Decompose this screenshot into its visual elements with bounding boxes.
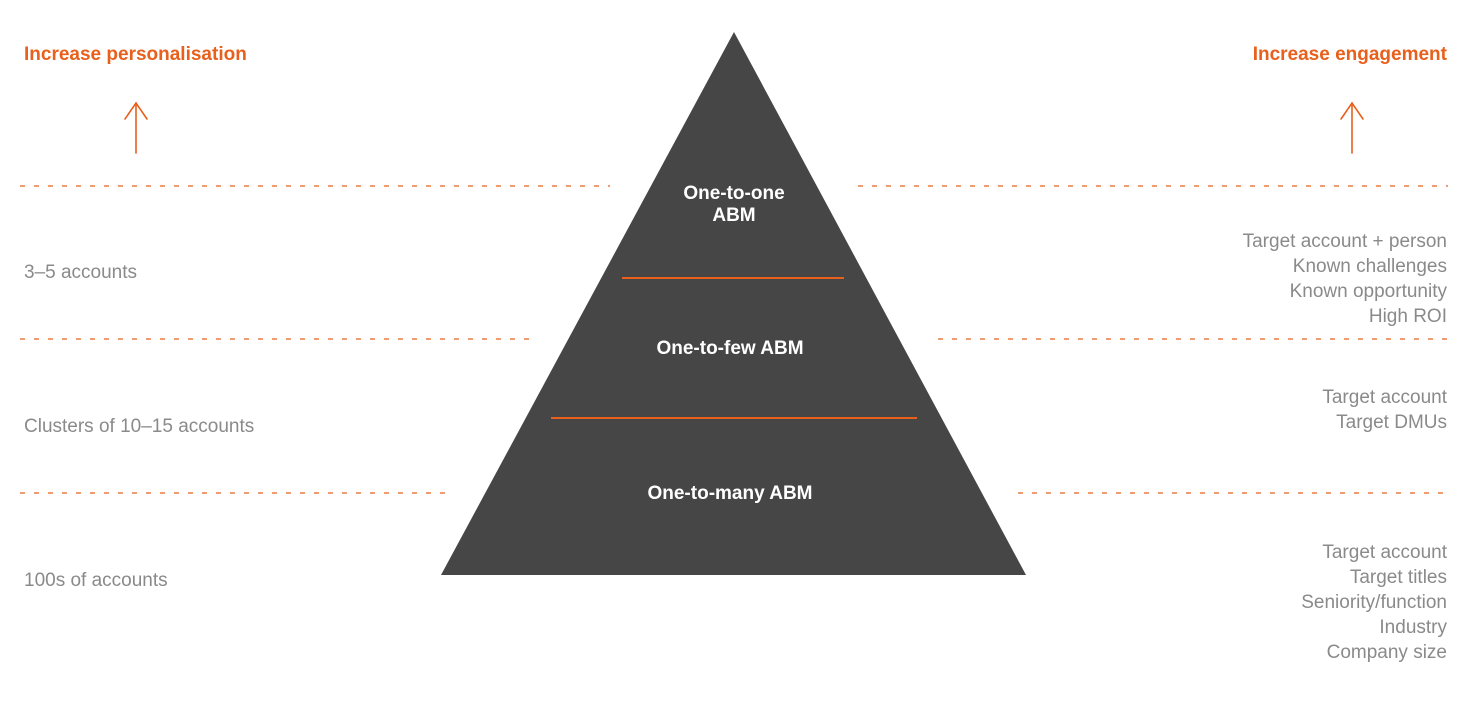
targeting-item: Target account + person <box>1242 231 1447 252</box>
arrow-up-icon <box>124 101 148 154</box>
targeting-list-one-to-one: Target account + person Known challenges… <box>1243 229 1447 329</box>
tier-label-one-to-one-line1: One-to-one <box>683 183 785 204</box>
targeting-item: Target account <box>1322 387 1447 408</box>
targeting-item: High ROI <box>1368 306 1447 327</box>
tier-label-one-to-one: One-to-one ABM <box>634 183 834 227</box>
accounts-one-to-few: Clusters of 10–15 accounts <box>24 416 255 437</box>
tier-label-one-to-many-line1: One-to-many ABM <box>647 483 813 504</box>
targeting-list-one-to-few: Target account Target DMUs <box>1322 385 1447 435</box>
tier-label-one-to-many: One-to-many ABM <box>580 483 880 505</box>
targeting-item: Target DMUs <box>1336 412 1447 433</box>
targeting-list-one-to-many: Target account Target titles Seniority/f… <box>1301 540 1447 665</box>
targeting-item: Known opportunity <box>1289 281 1447 302</box>
targeting-item: Target account <box>1322 542 1447 563</box>
pyramid-shape <box>441 32 1026 575</box>
accounts-one-to-many: 100s of accounts <box>24 570 168 591</box>
heading-increase-personalisation: Increase personalisation <box>24 44 247 65</box>
targeting-item: Target titles <box>1349 567 1447 588</box>
tier-label-one-to-few: One-to-few ABM <box>580 338 880 360</box>
targeting-item: Industry <box>1379 617 1447 638</box>
accounts-one-to-one: 3–5 accounts <box>24 262 138 283</box>
tier-label-one-to-one-line2: ABM <box>712 205 756 226</box>
tier-label-one-to-few-line1: One-to-few ABM <box>656 338 804 359</box>
targeting-item: Seniority/function <box>1301 592 1447 613</box>
heading-increase-engagement: Increase engagement <box>1252 44 1447 65</box>
targeting-item: Company size <box>1326 642 1447 663</box>
targeting-item: Known challenges <box>1292 256 1447 277</box>
arrow-up-icon <box>1340 101 1364 154</box>
